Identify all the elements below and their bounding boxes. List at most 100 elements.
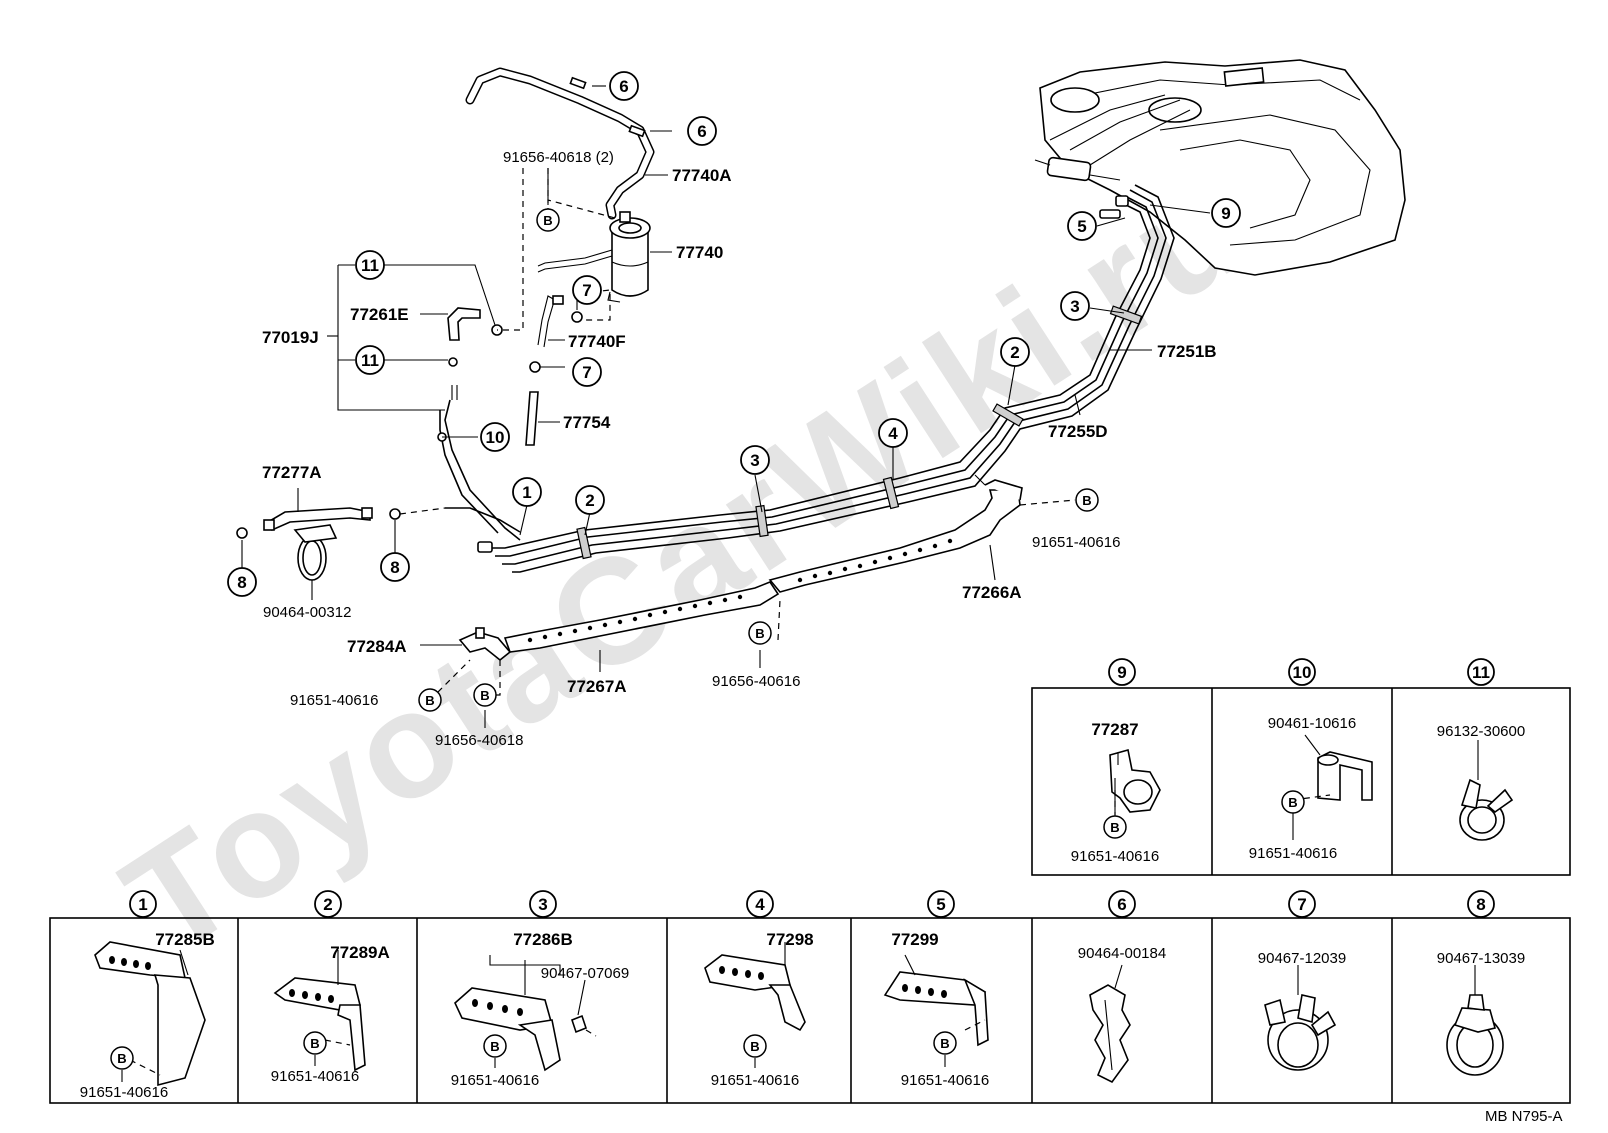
callout-7-5: 7 bbox=[572, 357, 602, 387]
b-symbol-letter: B bbox=[490, 1039, 499, 1054]
detail-bottom-callout-7: 7 bbox=[1288, 890, 1316, 918]
callout-10-6-number: 10 bbox=[486, 428, 505, 447]
b-symbol-3: B bbox=[473, 683, 497, 707]
callout-3-9-number: 3 bbox=[750, 451, 759, 470]
label-77740f: 77740F bbox=[568, 332, 626, 351]
detail-labels: 77287B91651-4061690461-10616B91651-40616… bbox=[80, 715, 1525, 1101]
b-symbol-1: B bbox=[1075, 488, 1099, 512]
detail-clamp-77286b bbox=[454, 955, 597, 1072]
detail-clip-90464-00184 bbox=[1089, 964, 1131, 1084]
vent-pipe-77740a bbox=[465, 67, 655, 220]
detail-2-b-symbol: B bbox=[303, 1031, 327, 1055]
label-77284a: 77284A bbox=[347, 637, 407, 656]
label-77277a: 77277A bbox=[262, 463, 322, 482]
bracket-77267a bbox=[503, 581, 780, 653]
b-symbol-letter: B bbox=[755, 626, 764, 641]
fuel-line-bundle bbox=[477, 184, 1175, 573]
b-symbol-0: B bbox=[536, 208, 560, 232]
detail-top-callout-11-number: 11 bbox=[1472, 663, 1490, 682]
callout-7-4-number: 7 bbox=[582, 281, 591, 300]
detail-bottom-callout-4-number: 4 bbox=[755, 895, 765, 914]
detail-8-part-0: 90467-13039 bbox=[1437, 950, 1525, 967]
fuel-tank bbox=[1034, 59, 1406, 276]
callout-11-3: 11 bbox=[355, 345, 385, 375]
label-90464-00312: 90464-00312 bbox=[263, 604, 351, 621]
detail-1-part-1: 91651-40616 bbox=[80, 1084, 168, 1101]
detail-top-callout-10: 10 bbox=[1288, 658, 1316, 686]
detail-clip-90467-12039 bbox=[1264, 965, 1337, 1071]
detail-9-b-symbol: B bbox=[1103, 815, 1127, 839]
hose-77261e bbox=[447, 307, 503, 400]
b-symbol-letter: B bbox=[310, 1036, 319, 1051]
detail-bottom-callout-2: 2 bbox=[314, 890, 342, 918]
detail-6-part-0: 90464-00184 bbox=[1078, 945, 1166, 962]
detail-box-10 bbox=[1292, 734, 1373, 840]
callout-8-16: 8 bbox=[380, 552, 410, 582]
footer-code: MB N795-A bbox=[1485, 1108, 1563, 1125]
hose-77754 bbox=[525, 391, 539, 446]
detail-bottom-callout-3-number: 3 bbox=[538, 895, 547, 914]
detail-4-part-0: 77298 bbox=[766, 930, 813, 949]
callout-11-3-number: 11 bbox=[361, 351, 379, 370]
detail-clip-90467-13039 bbox=[1446, 965, 1504, 1076]
label-77267a: 77267A bbox=[567, 677, 627, 696]
callout-3-12-number: 3 bbox=[1070, 297, 1079, 316]
detail-clamp-77289a bbox=[273, 950, 366, 1072]
callout-5-13-number: 5 bbox=[1077, 217, 1086, 236]
callout-10-6: 10 bbox=[480, 422, 510, 452]
main-b-symbols: B B B B B bbox=[418, 208, 1099, 712]
callout-11-2: 11 bbox=[355, 250, 385, 280]
callout-3-9: 3 bbox=[740, 445, 770, 475]
callout-1-7: 1 bbox=[512, 477, 542, 507]
label-77740: 77740 bbox=[676, 243, 723, 262]
label-91656-40616: 91656-40616 bbox=[712, 673, 800, 690]
callout-2-11-number: 2 bbox=[1010, 343, 1019, 362]
label-77251b: 77251B bbox=[1157, 342, 1217, 361]
detail-9-part-0: 77287 bbox=[1091, 720, 1138, 739]
b-symbol-letter: B bbox=[750, 1039, 759, 1054]
callout-5-13: 5 bbox=[1067, 211, 1097, 241]
bracket-77284a bbox=[458, 627, 512, 662]
detail-clamp-77299 bbox=[883, 954, 989, 1067]
detail-box-9 bbox=[1109, 748, 1161, 822]
callout-6-0: 6 bbox=[609, 71, 639, 101]
branch-lines bbox=[437, 399, 521, 541]
detail-10-part-1: 91651-40616 bbox=[1249, 845, 1337, 862]
detail-bottom-callout-8-number: 8 bbox=[1476, 895, 1485, 914]
b-symbol-letter: B bbox=[425, 693, 434, 708]
detail-box-11 bbox=[1459, 740, 1514, 841]
detail-bottom-callout-1-number: 1 bbox=[138, 895, 147, 914]
detail-1-part-0: 77285B bbox=[155, 930, 215, 949]
callout-6-0-number: 6 bbox=[619, 77, 628, 96]
callout-4-10-number: 4 bbox=[888, 424, 898, 443]
detail-3-part-2: 91651-40616 bbox=[451, 1072, 539, 1089]
detail-top-callout-9: 9 bbox=[1108, 658, 1136, 686]
label-91651-40616-right: 91651-40616 bbox=[1032, 534, 1120, 551]
b-symbol-2: B bbox=[418, 688, 442, 712]
callout-11-2-number: 11 bbox=[361, 256, 379, 275]
detail-boxes-bottom bbox=[49, 917, 1571, 1104]
callout-4-10: 4 bbox=[878, 418, 908, 448]
callout-3-12: 3 bbox=[1060, 291, 1090, 321]
b-symbol-letter: B bbox=[1082, 493, 1091, 508]
main-labels: 77740A 91656-40618 (2) 77740 77261E 7701… bbox=[262, 149, 1217, 749]
detail-bottom-callout-6-number: 6 bbox=[1117, 895, 1126, 914]
detail-11-part-0: 96132-30600 bbox=[1437, 723, 1525, 740]
charcoal-canister-77740 bbox=[537, 211, 651, 303]
detail-5-part-1: 91651-40616 bbox=[901, 1072, 989, 1089]
detail-3-part-0: 77286B bbox=[513, 930, 573, 949]
b-symbol-letter: B bbox=[117, 1051, 126, 1066]
detail-10-b-symbol: B bbox=[1281, 790, 1305, 814]
detail-bottom-callout-4: 4 bbox=[746, 890, 774, 918]
bracket-77266a bbox=[768, 474, 1023, 593]
detail-9-part-1: 91651-40616 bbox=[1071, 848, 1159, 865]
detail-bottom-callout-6: 6 bbox=[1108, 890, 1136, 918]
callout-2-11: 2 bbox=[1000, 337, 1030, 367]
callout-6-1: 6 bbox=[687, 116, 717, 146]
detail-5-part-0: 77299 bbox=[891, 930, 938, 949]
callout-2-8: 2 bbox=[575, 485, 605, 515]
label-91651-40616-left: 91651-40616 bbox=[290, 692, 378, 709]
detail-top-callout-9-number: 9 bbox=[1117, 663, 1126, 682]
